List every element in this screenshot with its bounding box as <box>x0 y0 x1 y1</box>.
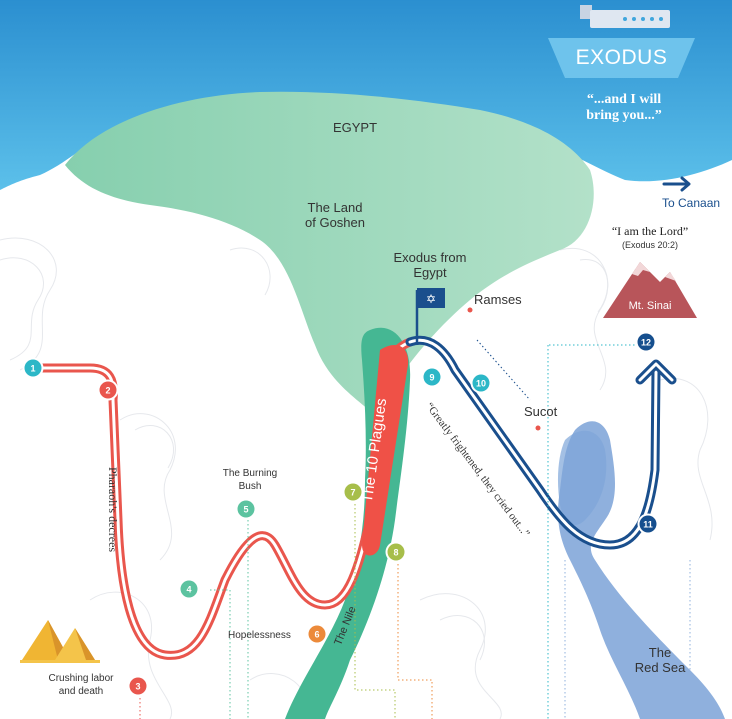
burning-bush-label-1: The Burning <box>222 468 278 479</box>
red-sea-label-2: Red Sea <box>634 660 686 675</box>
hopelessness-label: Hopelessness <box>228 630 291 641</box>
plagues-band <box>362 345 409 556</box>
contour-lines <box>0 237 713 719</box>
arrow-right-icon <box>662 176 691 192</box>
to-canaan-label: To Canaan <box>662 196 721 210</box>
marker-1: 1 <box>24 359 42 377</box>
goshen-label-2: of Goshen <box>305 215 365 230</box>
marker-3: 3 <box>129 677 147 695</box>
marker-8: 8 <box>387 543 405 561</box>
mt-sinai-label: Mt. Sinai <box>628 300 672 312</box>
marker-5: 5 <box>237 500 255 518</box>
marker-2: 2 <box>99 381 117 399</box>
exodus-label-2: Egypt <box>413 265 447 280</box>
marker-4: 4 <box>180 580 198 598</box>
svg-text:✡: ✡ <box>426 292 436 306</box>
ramses-dot <box>467 307 473 313</box>
crushing-label-1: Crushing labor <box>48 673 114 684</box>
israel-flag-icon: ✡ <box>415 288 445 345</box>
exodus-label-1: Exodus from <box>393 250 467 265</box>
egypt-label: EGYPT <box>332 120 378 135</box>
marker-10: 10 <box>472 374 490 392</box>
marker-12: 12 <box>637 333 655 351</box>
sucot-dot <box>535 425 541 431</box>
marker-7: 7 <box>344 483 362 501</box>
ramses-label: Ramses <box>474 292 522 307</box>
red-sea-label-1: The <box>648 645 672 660</box>
leader-lines <box>139 339 691 719</box>
marker-11: 11 <box>639 515 657 533</box>
mountain-icon <box>603 262 697 318</box>
map-subtitle: “...and I will bring you...” <box>586 92 662 123</box>
crushing-label-2: and death <box>58 686 104 697</box>
quote-lord: “I am the Lord” <box>611 224 689 238</box>
marker-9: 9 <box>423 368 441 386</box>
marker-6: 6 <box>308 625 326 643</box>
pyramids-icon <box>20 620 100 663</box>
ship-icon <box>548 5 695 78</box>
burning-bush-label-2: Bush <box>238 481 262 492</box>
egypt-land <box>65 91 594 420</box>
map-title: EXODUS <box>575 46 668 69</box>
pharaoh-decrees-label: Pharaoh's decrees <box>106 466 121 553</box>
goshen-label-1: The Land <box>307 200 363 215</box>
exodus-path <box>405 335 677 550</box>
quote-ref: (Exodus 20:2) <box>621 240 679 250</box>
sucot-label: Sucot <box>524 404 558 419</box>
